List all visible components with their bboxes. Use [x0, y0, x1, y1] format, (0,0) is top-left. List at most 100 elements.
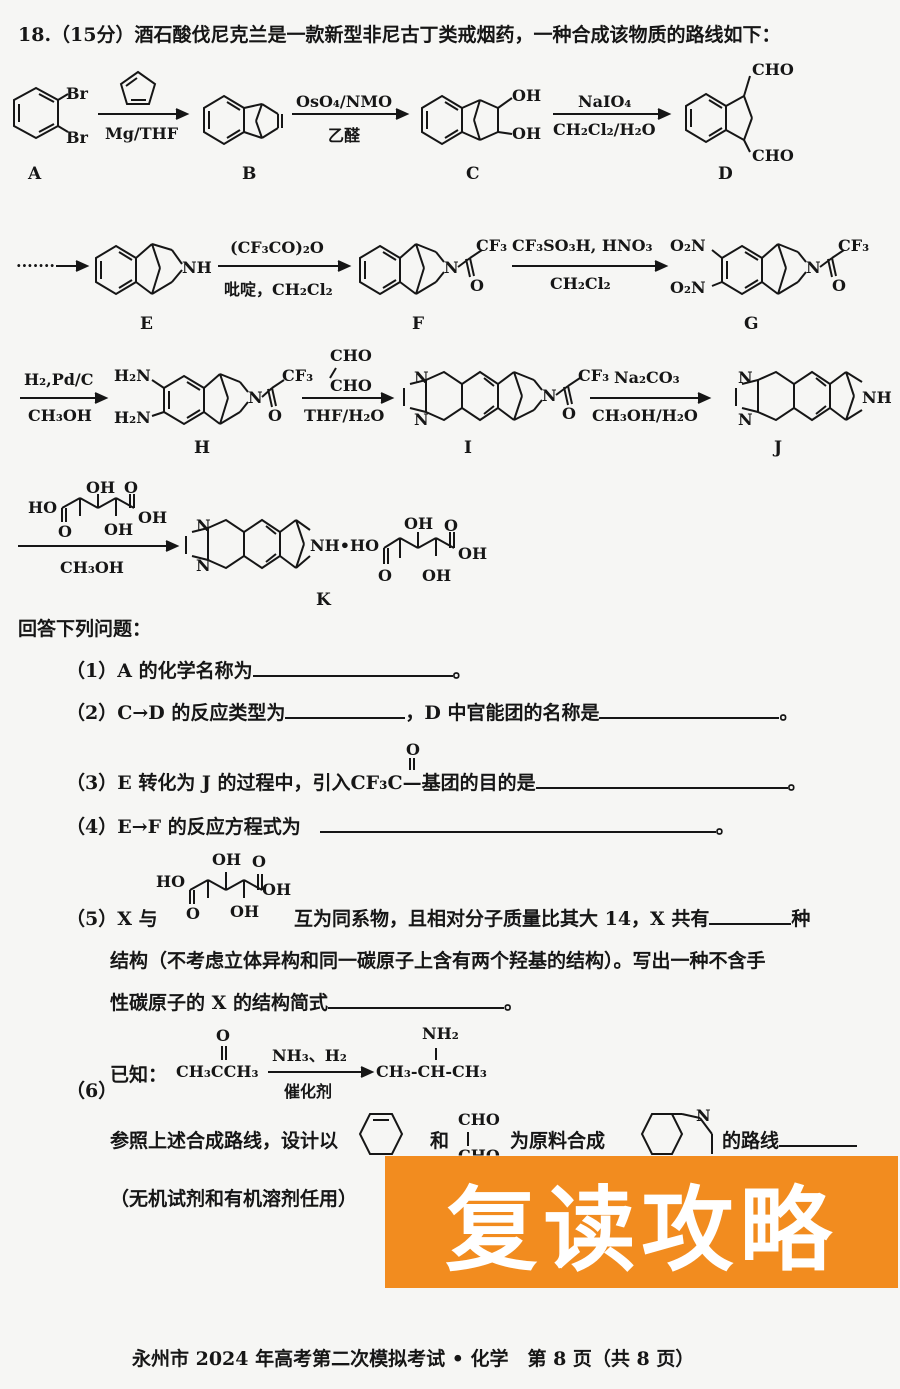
q6-answer-blank[interactable]	[779, 1129, 858, 1147]
q5-line2: 结构（不考虑立体异构和同一碳原子上含有两个羟基的结构）。写出一种不含手	[110, 950, 766, 972]
question-2: （2）C→D 的反应类型为，D 中官能团的名称是。	[66, 698, 798, 725]
g-cf3: CF₃	[838, 236, 870, 255]
d-cho-top: CHO	[752, 60, 794, 79]
q6-line-end-text: 的路线	[722, 1130, 780, 1152]
q1-text: （1）A 的化学名称为	[66, 660, 253, 682]
tart-oh-bottom: OH	[104, 520, 134, 539]
q1-answer-blank[interactable]	[252, 659, 453, 677]
g-no2-top: O₂N	[670, 236, 706, 255]
cond3-below: CH₂Cl₂/H₂O	[553, 120, 656, 139]
q5-line3: 性碳原子的 X 的结构简式 。	[110, 988, 523, 1015]
cond5-above: CF₃SO₃H, HNO₃	[512, 236, 653, 255]
q6-reactant-o: O	[216, 1026, 230, 1045]
q5-line3-text: 性碳原子的 X 的结构简式	[110, 992, 328, 1014]
tart-o-left: O	[58, 522, 72, 541]
j-n-bottom: N	[738, 410, 753, 429]
i-n-top: N	[414, 368, 429, 387]
j-n-top: N	[738, 368, 753, 387]
k-oh-bottom: OH	[422, 566, 452, 585]
j-nh: NH	[862, 388, 892, 407]
label-a: A	[28, 164, 42, 184]
i-cf3: CF₃	[578, 366, 610, 385]
label-i: I	[464, 438, 472, 458]
question-3: （3）E 转化为 J 的过程中，引入CF₃C—基团的目的是 。	[66, 768, 807, 795]
q2-end: 。	[779, 702, 799, 724]
q5-line3-end: 。	[503, 992, 523, 1014]
label-k: K	[316, 590, 331, 610]
q6-number: （6）	[66, 1080, 118, 1102]
h-n: N	[248, 388, 263, 407]
label-j: J	[774, 438, 783, 458]
q6-and: 和	[430, 1130, 450, 1152]
q5-mol-oh-top: OH	[212, 850, 242, 869]
label-g: G	[744, 314, 759, 334]
q3-text: （3）E 转化为 J 的过程中，引入CF₃C	[66, 772, 403, 794]
tart-ho: HO	[28, 498, 58, 517]
q2-mid: ，D 中官能团的名称是	[405, 702, 600, 724]
q5-end: 种	[791, 908, 811, 930]
q6-product: CH₃-CH-CH₃	[376, 1062, 487, 1081]
q6-known: 已知：	[110, 1064, 168, 1086]
q6-glyoxal-bottom: CHO	[458, 1146, 500, 1156]
q6-glyoxal-top: CHO	[458, 1110, 500, 1129]
q5-mol-o-left: O	[186, 904, 200, 923]
q6-reactant: CH₃CCH₃	[176, 1062, 259, 1081]
cond8-above: Na₂CO₃	[614, 368, 680, 387]
cond6-above: H₂,Pd/C	[24, 370, 94, 389]
f-n: N	[444, 258, 459, 277]
q4-answer-blank[interactable]	[319, 815, 716, 833]
q5-structure-blank[interactable]	[327, 991, 504, 1009]
q6-line-mid: 为原料合成	[510, 1130, 606, 1152]
f-cf3: CF₃	[476, 236, 508, 255]
cond9-below: CH₃OH	[60, 558, 124, 577]
g-o: O	[832, 276, 846, 295]
q5-mol-o-right: O	[252, 852, 266, 871]
i-n-bottom: N	[414, 410, 429, 429]
cond3-above: NaIO₄	[578, 92, 632, 111]
e-nh: NH	[182, 258, 212, 277]
q3-mid: —基团的目的是	[402, 772, 536, 794]
g-no2-bottom: O₂N	[670, 278, 706, 297]
question-5: 互为同系物，且相对分子质量比其大 14，X 共有 种	[294, 904, 810, 931]
q6-reagent-below: 催化剂	[284, 1082, 333, 1101]
cond7-mid: CHO	[330, 376, 372, 395]
q4-text: （4）E→F 的反应方程式为	[66, 816, 301, 838]
cond5-below: CH₂Cl₂	[550, 274, 611, 293]
h-nh2-top: H₂N	[114, 366, 151, 385]
q5-mid: 互为同系物，且相对分子质量比其大 14，X 共有	[294, 908, 710, 930]
h-nh2-bottom: H₂N	[114, 408, 151, 427]
tart-o-right: O	[124, 478, 138, 497]
q3-end: 。	[787, 772, 807, 794]
a-br-top: Br	[66, 84, 88, 103]
cond4-below: 吡啶，CH₂Cl₂	[224, 280, 333, 299]
d-cho-bottom: CHO	[752, 146, 794, 165]
i-o: O	[562, 404, 576, 423]
q5-count-blank[interactable]	[709, 907, 792, 925]
c-oh-top: OH	[512, 86, 542, 105]
k-oh-right: OH	[458, 544, 488, 563]
q2-group-blank[interactable]	[599, 701, 780, 719]
c-oh-bottom: OH	[512, 124, 542, 143]
q1-end: 。	[452, 660, 472, 682]
cond2-above: OsO₄/NMO	[296, 92, 393, 111]
q3-carbonyl-o: O	[406, 740, 420, 759]
q2-type-blank[interactable]	[285, 701, 406, 719]
tart-oh-right: OH	[138, 508, 168, 527]
label-c: C	[466, 164, 480, 184]
h-o: O	[268, 406, 282, 425]
cond8-below: CH₃OH/H₂O	[592, 406, 698, 425]
k-n-bottom: N	[196, 556, 211, 575]
q6-product-nh2: NH₂	[422, 1024, 459, 1043]
g-n: N	[806, 258, 821, 277]
label-h: H	[194, 438, 211, 458]
q6-reagent-above: NH₃、H₂	[272, 1046, 347, 1065]
q5-mol-oh-right: OH	[262, 880, 292, 899]
q3-answer-blank[interactable]	[535, 771, 788, 789]
k-o-right: O	[444, 516, 458, 535]
label-e: E	[140, 314, 153, 334]
question-header: 18.（15分）酒石酸伐尼克兰是一款新型非尼古丁类戒烟药，一种合成该物质的路线如…	[18, 24, 781, 46]
questions-intro: 回答下列问题：	[18, 618, 152, 640]
cond7-below: THF/H₂O	[304, 406, 385, 425]
cond1-below: Mg/THF	[105, 124, 179, 143]
q6-target-n: N	[696, 1106, 711, 1125]
